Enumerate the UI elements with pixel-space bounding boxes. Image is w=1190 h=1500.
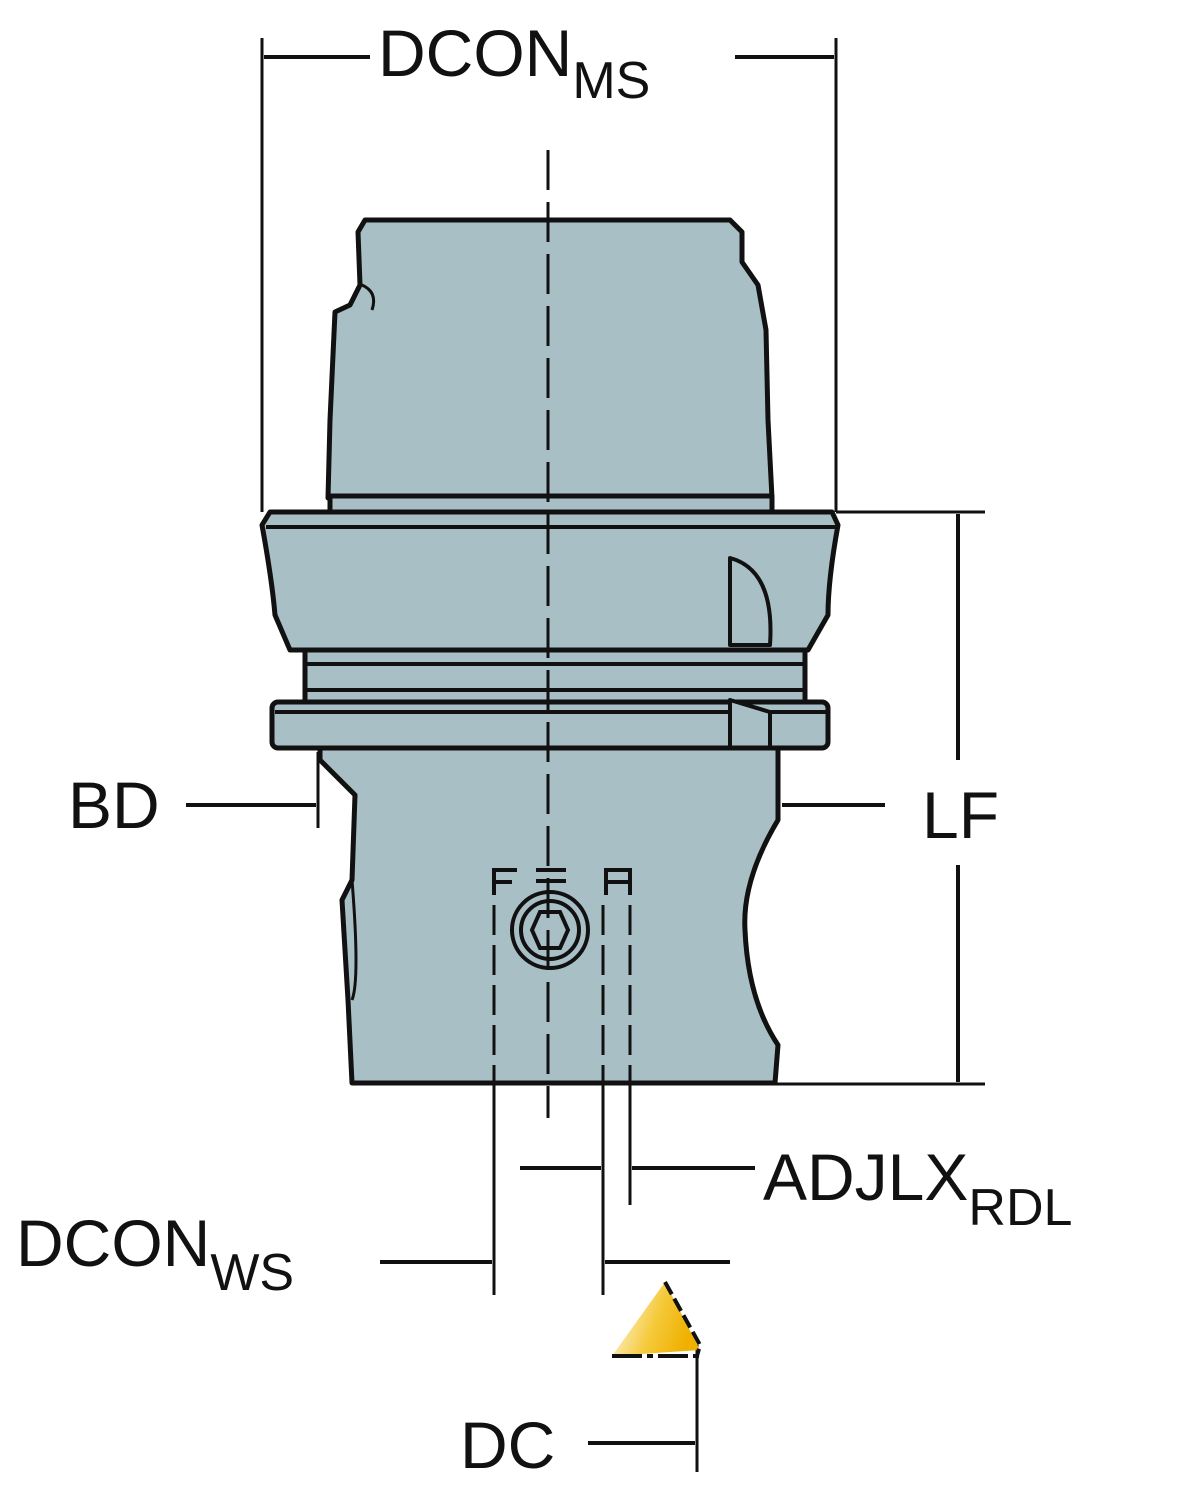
groove (302, 647, 808, 705)
shank (325, 217, 775, 501)
dc-label: DC (460, 1408, 555, 1482)
dcon-ms-label: DCONMS (378, 16, 650, 110)
flange (259, 509, 841, 653)
tool-body (259, 217, 841, 1086)
dimension-lines (186, 38, 985, 1472)
dcon-ws-label: DCONWS (16, 1206, 294, 1302)
reference-lines (492, 905, 632, 1295)
f-equals-r-mark (492, 868, 632, 895)
screw-icon (510, 890, 590, 970)
bd-label: BD (68, 768, 160, 842)
lf-label: LF (922, 778, 999, 852)
adjlx-rdl-label: ADJLXRDL (763, 1140, 1072, 1237)
insert-icon (612, 1281, 703, 1358)
